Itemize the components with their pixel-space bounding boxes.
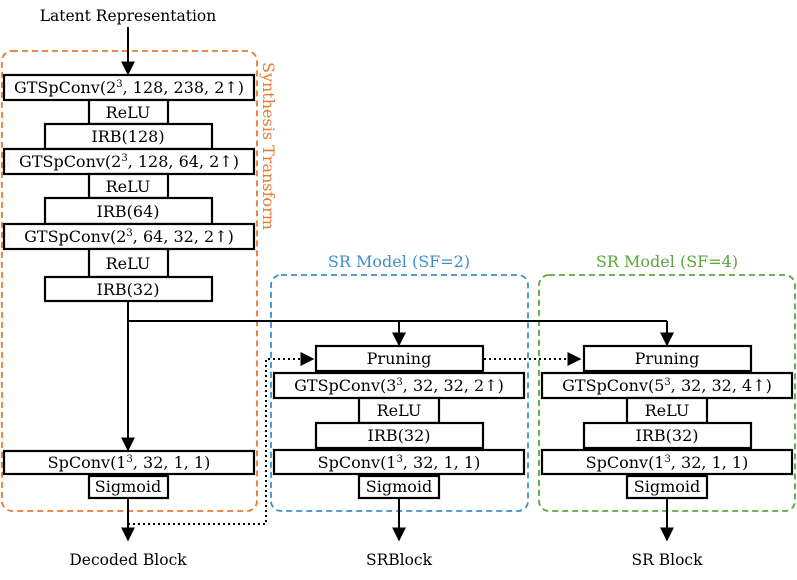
synthesis-gtspconv-1-block: GTSpConv(23, 128, 238, 2↑) bbox=[2, 73, 256, 102]
sr2-relu-block: ReLU bbox=[357, 396, 441, 425]
sr4-group-title: SR Model (SF=4) bbox=[596, 252, 738, 271]
svg-text:Sigmoid: Sigmoid bbox=[95, 477, 161, 496]
synthesis-irb-1-block: IRB(128) bbox=[43, 122, 214, 151]
svg-text:Pruning: Pruning bbox=[635, 349, 700, 368]
svg-text:IRB(32): IRB(32) bbox=[636, 426, 699, 445]
synthesis-group-frame bbox=[1, 50, 258, 512]
svg-text:GTSpConv(23, 128, 238, 2↑): GTSpConv(23, 128, 238, 2↑) bbox=[14, 78, 244, 97]
svg-text:IRB(64): IRB(64) bbox=[97, 202, 160, 221]
sr2-output-label: SRBlock bbox=[366, 551, 433, 569]
svg-text:GTSpConv(53, 32, 32, 4↑): GTSpConv(53, 32, 32, 4↑) bbox=[562, 376, 772, 395]
sr4-output-label: SR Block bbox=[632, 551, 704, 569]
synthesis-relu-1-block: ReLU bbox=[87, 98, 170, 126]
svg-text:ReLU: ReLU bbox=[377, 401, 422, 420]
synthesis-group-title: Synthesis Transform bbox=[259, 62, 278, 230]
svg-text:GTSpConv(33, 32, 32, 2↑): GTSpConv(33, 32, 32, 2↑) bbox=[294, 376, 504, 395]
sr2-sigmoid-block: Sigmoid bbox=[357, 474, 441, 500]
sr4-sigmoid-block: Sigmoid bbox=[625, 474, 709, 500]
svg-text:GTSpConv(23, 64, 32, 2↑): GTSpConv(23, 64, 32, 2↑) bbox=[24, 227, 234, 246]
synthesis-relu-2-block: ReLU bbox=[87, 172, 170, 200]
synthesis-irb-3-block: IRB(32) bbox=[43, 275, 214, 303]
svg-text:SpConv(13, 32, 1, 1): SpConv(13, 32, 1, 1) bbox=[318, 453, 481, 472]
svg-text:SpConv(13, 32, 1, 1): SpConv(13, 32, 1, 1) bbox=[586, 453, 749, 472]
sr4-relu-block: ReLU bbox=[625, 396, 709, 425]
sr2-gtspconv-block: GTSpConv(33, 32, 32, 2↑) bbox=[272, 371, 526, 400]
decoded-block-label: Decoded Block bbox=[69, 551, 187, 569]
svg-text:ReLU: ReLU bbox=[106, 103, 151, 122]
svg-text:Sigmoid: Sigmoid bbox=[366, 477, 432, 496]
synthesis-irb-2-block: IRB(64) bbox=[43, 196, 214, 226]
sr2-spconv-block: SpConv(13, 32, 1, 1) bbox=[272, 448, 526, 476]
synthesis-relu-3-block: ReLU bbox=[87, 247, 170, 279]
sr2-pruning-block: Pruning bbox=[314, 344, 485, 373]
svg-text:Pruning: Pruning bbox=[367, 349, 432, 368]
svg-text:IRB(32): IRB(32) bbox=[368, 426, 431, 445]
synthesis-sigmoid-block: Sigmoid bbox=[87, 474, 170, 500]
svg-text:IRB(128): IRB(128) bbox=[91, 127, 164, 146]
svg-text:SpConv(13, 32, 1, 1): SpConv(13, 32, 1, 1) bbox=[48, 453, 211, 472]
sr4-irb-block: IRB(32) bbox=[582, 421, 753, 450]
sr2-irb-block: IRB(32) bbox=[314, 421, 485, 450]
sr2-group-title: SR Model (SF=2) bbox=[328, 252, 470, 271]
synthesis-spconv-block: SpConv(13, 32, 1, 1) bbox=[2, 449, 256, 476]
synthesis-gtspconv-2-block: GTSpConv(23, 128, 64, 2↑) bbox=[2, 147, 256, 176]
svg-text:GTSpConv(23, 128, 64, 2↑): GTSpConv(23, 128, 64, 2↑) bbox=[19, 152, 239, 171]
synthesis-gtspconv-3-block: GTSpConv(23, 64, 32, 2↑) bbox=[2, 222, 256, 251]
sr4-pruning-block: Pruning bbox=[582, 344, 753, 373]
decoded-to-pruning-dotted-arrow bbox=[128, 352, 315, 525]
svg-text:ReLU: ReLU bbox=[106, 254, 151, 273]
sr4-spconv-block: SpConv(13, 32, 1, 1) bbox=[540, 448, 794, 476]
svg-text:ReLU: ReLU bbox=[645, 401, 690, 420]
svg-text:ReLU: ReLU bbox=[106, 177, 151, 196]
svg-text:Sigmoid: Sigmoid bbox=[634, 477, 700, 496]
svg-text:IRB(32): IRB(32) bbox=[97, 280, 160, 299]
sr4-gtspconv-block: GTSpConv(53, 32, 32, 4↑) bbox=[540, 371, 794, 400]
input-label: Latent Representation bbox=[40, 7, 217, 25]
